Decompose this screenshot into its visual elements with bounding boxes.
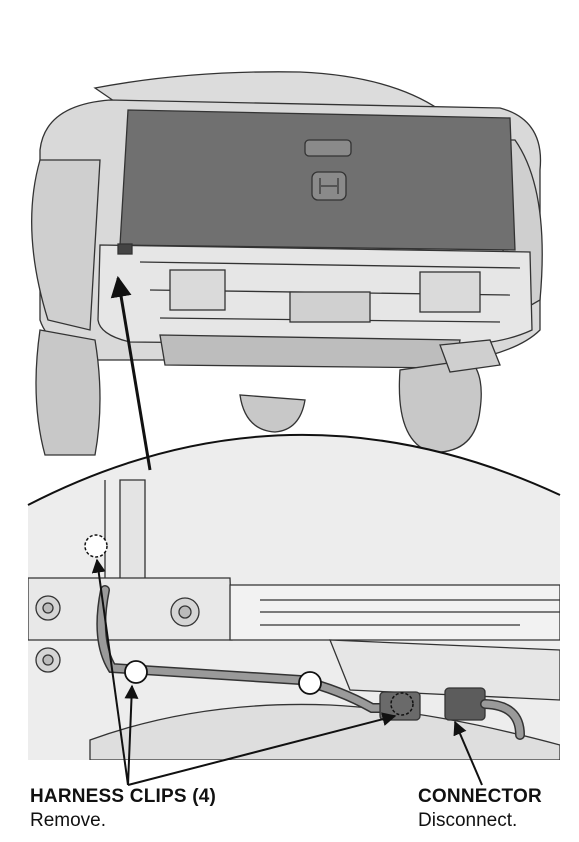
vertical-bracket [119,479,146,586]
clips-leader-3 [127,712,397,786]
connector-left-half [379,691,421,721]
connector-leader [453,720,483,786]
tailgate-handle [304,139,352,157]
spare-tire [239,394,306,433]
leader-lines [91,275,483,786]
inset-location-arrow [110,275,152,471]
underbody [159,334,461,369]
connector-action: Disconnect. [418,810,518,831]
clips-leader-2 [124,684,139,786]
harness-clips-callout: HARNESS CLIPS (4) Remove. [30,786,216,832]
harness-clip-marker [124,660,148,684]
harness-clip-marker [298,671,322,695]
right-rear-tire [398,359,482,453]
truck-rear-view [31,71,543,456]
hidden-clip-marker [84,534,108,558]
connector-title: CONNECTOR [418,786,542,807]
harness-clips-action: Remove. [30,810,107,831]
inset-arc [27,434,561,506]
connector-callout: CONNECTOR Disconnect. [418,786,542,832]
lower-panel [329,639,560,701]
detail-inset [27,434,561,760]
hidden-clip-marker [390,692,414,716]
hitch [439,339,501,373]
harness-clips-title: HARNESS CLIPS (4) [30,786,217,807]
left-rear-tire [35,329,101,456]
clips-leader-1 [91,558,129,786]
left-fender [31,159,101,331]
connector-right-half [444,687,486,721]
